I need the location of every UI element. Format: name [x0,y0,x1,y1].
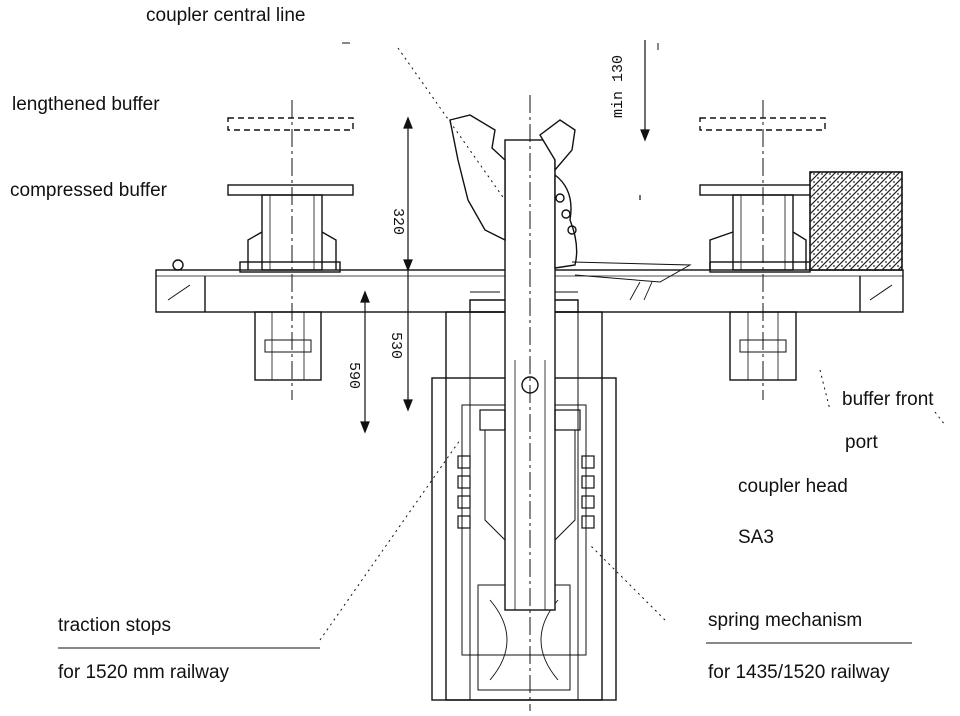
port-label: port [845,432,878,453]
center-lines [291,95,764,711]
buffer-front-block [809,171,903,271]
compressed-buffer-label: compressed buffer [10,180,168,201]
coupler-central-line-label: coupler central line [146,5,306,26]
dim-530: 530 [387,332,404,359]
lengthened-buffer-label: lengthened buffer [12,94,160,115]
spring-mechanism-label: spring mechanism [708,610,863,631]
coupler-head-label: coupler head [738,476,848,497]
left-buffer [227,117,354,381]
dimension-lines [360,40,650,434]
coupler-head [449,114,692,301]
buffer-front-label: buffer front [842,389,934,410]
leader-lines [319,47,946,641]
dim-320: 320 [389,208,406,235]
dim-590: 590 [345,362,362,389]
traction-stops-label: traction stops [58,615,171,636]
spring-elements [457,409,595,541]
for-1520-railway-label: for 1520 mm railway [58,662,230,683]
for-1435-1520-railway-label: for 1435/1520 railway [708,662,890,683]
dim-min-130: min 130 [610,55,627,118]
sa3-label: SA3 [738,527,774,548]
